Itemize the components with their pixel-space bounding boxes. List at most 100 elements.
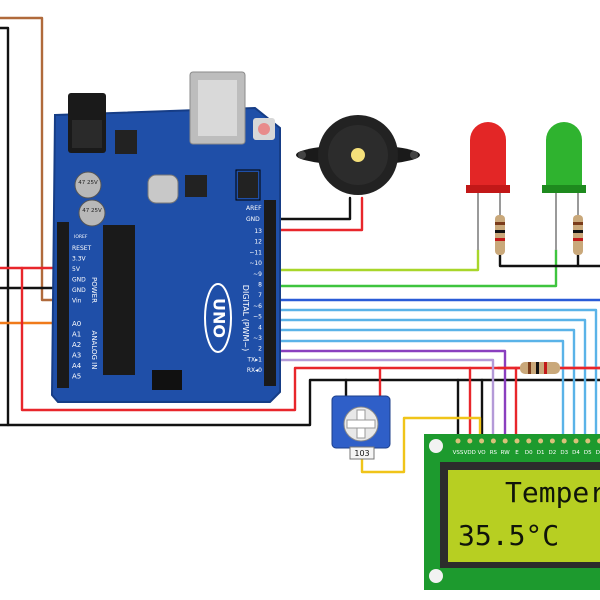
digital-pin-label: 8	[258, 282, 262, 289]
pot-value-label: 103	[354, 449, 369, 458]
cap-label-1: 47 25V	[78, 180, 98, 186]
wire-yellow-pot-vo	[360, 416, 482, 474]
lcd-pin-label: E	[515, 450, 519, 456]
power-pin-label: 3.3V	[72, 256, 87, 263]
lcd-pin-pad	[526, 438, 532, 444]
lcd-pin-pad	[514, 438, 520, 444]
digital-pin-label: ~9	[253, 271, 262, 278]
wire-yellowgreen-pin9	[270, 248, 480, 272]
digital-pin-label: TX▸1	[246, 356, 262, 363]
digital-pin-label: RX◂0	[247, 367, 262, 374]
lcd-pin-label: RS	[490, 450, 498, 456]
lcd-pin-label: D5	[584, 450, 592, 456]
power-pin-labels: RESET 3.3V 5V GND GND Vin	[72, 245, 92, 305]
wire-lightblue-pin6	[270, 308, 598, 442]
lcd-pin-label: RW	[501, 450, 511, 456]
analog-pin-label: A1	[72, 331, 81, 339]
capacitor-1: 47 25V	[74, 171, 102, 199]
wire-black-bottom	[6, 378, 600, 427]
potentiometer-icon: 103	[331, 395, 391, 460]
power-pin-label: Vin	[72, 298, 82, 305]
lcd-pin-label: D1	[537, 450, 545, 456]
crystal	[147, 174, 179, 204]
lcd-pin-label: D4	[572, 450, 580, 456]
lcd-pin-label: VDD	[464, 450, 476, 456]
digital-pin-label: ~10	[249, 260, 262, 267]
wire-black-led-gnd	[498, 253, 600, 268]
gnd-label: GND	[246, 216, 260, 223]
digital-pin-label: 2	[258, 346, 262, 353]
analog-pin-label: A5	[72, 373, 81, 381]
lcd-pin-pad	[549, 438, 555, 444]
lcd-pin-pad	[585, 438, 591, 444]
wire-green-pin8	[270, 248, 558, 288]
wire-lightblue-pin5	[270, 318, 587, 442]
wires	[0, 16, 600, 474]
wire-red-left-down	[20, 266, 600, 412]
lcd-pin-label: D6	[596, 450, 600, 456]
wire-lightblue-pin3	[270, 339, 565, 442]
analog-pin-label: A4	[72, 362, 82, 370]
lcd-pin-pad	[597, 438, 600, 444]
wire-black-left-rail	[0, 26, 10, 427]
cap-label-2: 47 25V	[82, 208, 102, 214]
analog-pin-label: A0	[72, 320, 81, 328]
power-pin-label: GND	[72, 277, 86, 284]
analog-label: ANALOG IN	[90, 331, 98, 370]
green-led-icon	[542, 122, 586, 255]
atmega-chip	[103, 225, 135, 375]
lcd-pin-pad	[479, 438, 485, 444]
power-label: POWER	[90, 277, 98, 303]
ioref-label: IOREF	[74, 234, 88, 240]
aref-label: AREF	[246, 205, 262, 212]
wire-black-buzzer-gnd	[270, 196, 352, 221]
digital-header	[264, 200, 276, 386]
digital-pin-label: ~6	[253, 303, 262, 310]
lcd-pin-pad	[490, 438, 496, 444]
digital-pin-label: 4	[258, 324, 262, 331]
digital-pin-label: ~11	[249, 249, 262, 256]
digital-label: DIGITAL (PWM~)	[241, 285, 250, 351]
lcd-pin-pad	[538, 438, 544, 444]
lcd-pin-pad	[502, 438, 508, 444]
lcd-pin-pad	[467, 438, 473, 444]
digital-pin-label: ~5	[253, 314, 262, 321]
analog-pin-label: A2	[72, 341, 81, 349]
lcd-pin-label: VSS	[453, 450, 464, 456]
lcd-pin-label: D0	[525, 450, 533, 456]
lcd-pin-pad	[455, 438, 461, 444]
lcd-pin-pad	[573, 438, 579, 444]
lcd-pin-label: D2	[549, 450, 557, 456]
wire-red-buzzer-13	[270, 196, 364, 232]
wire-lightblue-pin4	[270, 328, 576, 442]
red-led-resistor	[495, 215, 505, 255]
digital-pin-label: 12	[254, 239, 262, 246]
arduino-uno-board: 47 25V 47 25V UNO DIGITAL (PWM~) ANALOG …	[50, 71, 281, 403]
lcd-pin-label: VO	[478, 450, 487, 456]
digital-pin-label: 13	[254, 228, 262, 235]
power-pin-label: 5V	[72, 266, 81, 273]
lcd-line-2: 35.5°C	[458, 519, 559, 552]
uno-logo-text: UNO	[210, 298, 229, 338]
lcd-pin-labels: VSSVDDVORSRWED0D1D2D3D4D5D6	[453, 438, 600, 456]
buzzer-icon	[296, 115, 420, 195]
lcd-line-1: Temper	[505, 476, 600, 509]
digital-pin-label: ~3	[253, 335, 262, 342]
wire-purple-pin2	[270, 349, 507, 442]
power-header	[57, 222, 69, 388]
wire-violet-pin1	[270, 358, 495, 442]
power-pin-label: RESET	[72, 245, 92, 252]
red-led-icon	[466, 122, 510, 255]
uno-logo: UNO	[204, 283, 232, 353]
lcd-pin-pad	[561, 438, 567, 444]
voltage-regulator	[115, 130, 137, 154]
power-pin-label: GND	[72, 287, 86, 294]
green-led-resistor	[573, 215, 583, 255]
lcd-display-icon: VSSVDDVORSRWED0D1D2D3D4D5D6 Temper 35.5°…	[424, 434, 600, 590]
capacitor-2: 47 25V	[78, 199, 106, 227]
resistor-icon	[520, 362, 560, 374]
wire-brown-vin	[0, 16, 62, 302]
